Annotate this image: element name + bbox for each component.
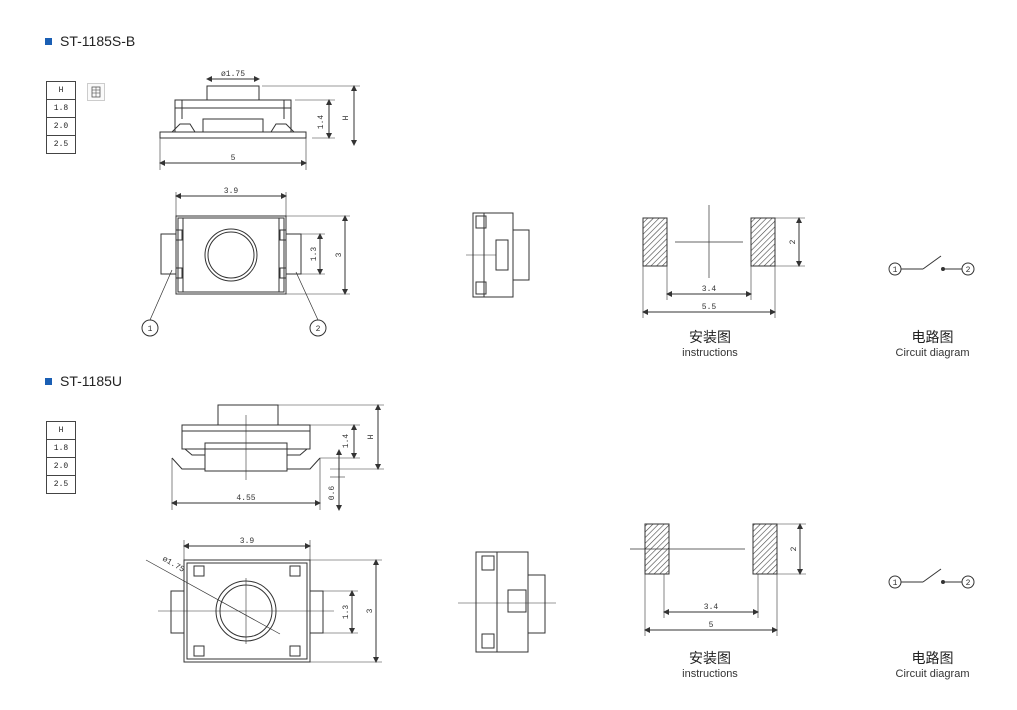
dim-w455: 4.55 xyxy=(236,494,255,503)
dim-pad-total: 5 xyxy=(709,621,714,630)
dim-pad-total: 5.5 xyxy=(702,303,717,312)
pin-2-label: 2 xyxy=(316,325,321,334)
circuit-caption-1: 电路图 Circuit diagram xyxy=(880,327,985,359)
circuit-pin-1: 1 xyxy=(893,266,898,275)
install-title-en: instructions xyxy=(682,347,738,359)
table-cell: 2.5 xyxy=(46,475,76,494)
table-icon[interactable] xyxy=(87,83,105,101)
s1-install-diagram xyxy=(642,205,805,318)
dim-w39: 3.9 xyxy=(240,537,255,546)
s1-top-view xyxy=(141,192,350,337)
dim-phi: ø1.75 xyxy=(161,555,186,575)
table-header: H xyxy=(46,81,76,100)
bullet-icon xyxy=(45,377,52,385)
circuit-title-cn: 电路图 xyxy=(911,651,954,667)
dim-h3: 3 xyxy=(335,252,344,257)
section-title-1: ST-1185S-B xyxy=(45,33,135,49)
dim-h14: 1.4 xyxy=(342,434,351,449)
circuit-title-en: Circuit diagram xyxy=(895,668,970,680)
dim-pad-h: 2 xyxy=(789,239,798,244)
s2-side-view xyxy=(171,404,384,511)
dim-w39: 3.9 xyxy=(224,187,239,196)
circuit-pin-1: 1 xyxy=(893,579,898,588)
install-title-cn: 安装图 xyxy=(689,330,731,346)
section-title-2: ST-1185U xyxy=(45,373,122,389)
dim-w5: 5 xyxy=(231,154,236,163)
pin-1-label: 1 xyxy=(148,325,153,334)
dim-H: H xyxy=(342,115,351,120)
dim-h06: 0.6 xyxy=(328,486,337,501)
s2-circuit-diagram xyxy=(888,568,975,589)
section-title-text: ST-1185S-B xyxy=(60,33,136,49)
table-cell: 2.5 xyxy=(46,135,76,154)
dim-H: H xyxy=(367,434,376,439)
dim-h3: 3 xyxy=(366,608,375,613)
install-title-en: instructions xyxy=(682,668,738,680)
s1-side-view xyxy=(159,76,360,170)
s2-top-view xyxy=(145,540,382,663)
circuit-title-cn: 电路图 xyxy=(911,330,954,346)
dim-pad-gap: 3.4 xyxy=(704,603,719,612)
pin-1-marker xyxy=(141,319,159,337)
install-title-cn: 安装图 xyxy=(689,651,731,667)
circuit-pin-2: 2 xyxy=(966,579,971,588)
dim-phi: ø1.75 xyxy=(221,70,245,79)
dim-h13: 1.3 xyxy=(342,605,351,620)
circuit-pin-2: 2 xyxy=(966,266,971,275)
install-caption-2: 安装图 instructions xyxy=(670,648,750,680)
pin-2-marker xyxy=(309,319,327,337)
dim-pad-gap: 3.4 xyxy=(702,285,717,294)
height-table-1: H 1.8 2.0 2.5 xyxy=(46,81,76,154)
section-title-text: ST-1185U xyxy=(60,373,122,389)
bullet-icon xyxy=(45,37,52,45)
s1-circuit-diagram xyxy=(888,255,975,276)
dim-h14: 1.4 xyxy=(317,115,326,130)
s2-side-profile xyxy=(458,551,556,653)
circuit-title-en: Circuit diagram xyxy=(895,347,970,359)
s1-side-profile xyxy=(466,212,530,298)
dim-h13: 1.3 xyxy=(310,247,319,262)
height-table-2: H 1.8 2.0 2.5 xyxy=(46,421,76,494)
circuit-caption-2: 电路图 Circuit diagram xyxy=(880,648,985,680)
install-caption-1: 安装图 instructions xyxy=(670,327,750,359)
dim-pad-h: 2 xyxy=(790,546,799,551)
s2-install-diagram xyxy=(630,523,806,636)
